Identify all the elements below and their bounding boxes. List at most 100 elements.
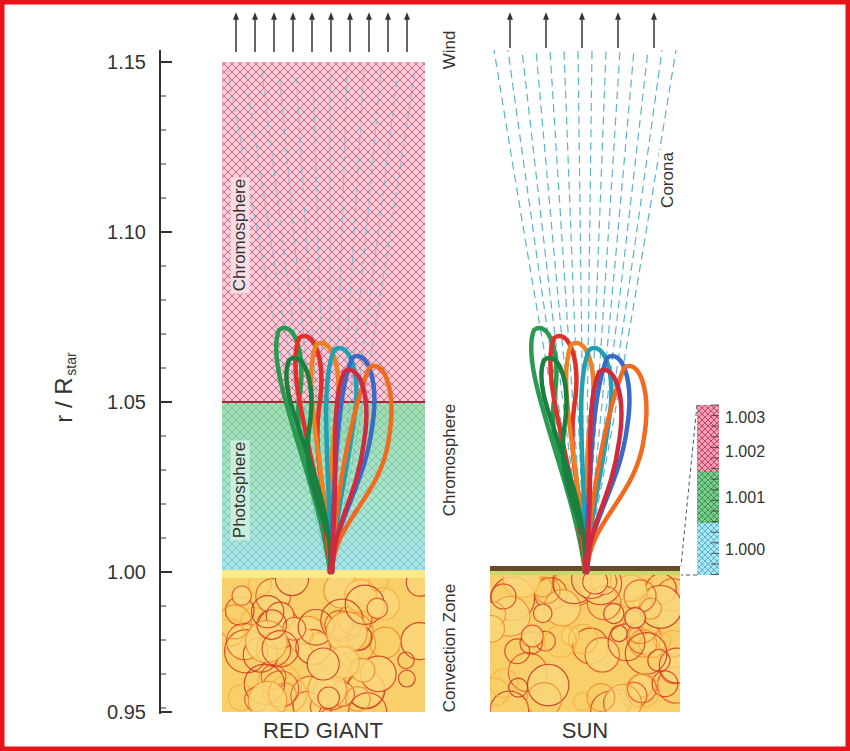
magnetic-loop [585,366,646,572]
scale-ticks [711,405,719,575]
axis-tick [160,61,172,63]
axis-tick [160,231,172,233]
axis-ticks [160,62,172,712]
wind-arrow [617,16,619,48]
convection-cell [246,621,288,663]
field-lines [228,70,415,572]
magnetic-loop [330,356,374,572]
axis-tick [160,711,172,713]
convection-cell [490,691,529,712]
axis-tick [160,368,166,369]
scale-tick [711,489,719,490]
scale-tick [711,532,719,533]
convection-cell [349,693,387,712]
magnetic-loop [330,370,366,572]
convection-cells [222,572,425,712]
axis-tick [160,571,172,573]
scale-bar-cyan [697,523,719,575]
convection-cell [579,574,621,605]
scale-tick [711,553,719,554]
wind-arrow [292,16,294,52]
scale-tick [711,511,719,512]
scale-value: 1.003 [723,409,767,427]
convection-cell [307,648,339,680]
convection-cell [528,664,569,705]
magnetic-loop [330,366,391,572]
axis-tick [160,401,172,403]
region-name: Photosphere [231,440,250,540]
wind-arrow [509,16,511,48]
convection-cell [318,687,340,709]
axis-value: 0.95 [105,701,148,723]
chromosphere-band [222,62,425,402]
axis-tick [160,470,166,471]
scale-value: 1.002 [723,443,767,461]
convection-cell [648,650,670,672]
wind-arrow [545,16,547,48]
axis-tick [160,334,166,335]
panel-title: SUN [560,719,610,743]
axis-value: 1.00 [105,561,148,583]
scale-tick [711,415,719,416]
axis-tick [160,130,166,131]
convection-cell [533,604,552,623]
scale-bar-red [697,405,719,471]
axis-tick [160,606,166,607]
convection-cell [222,619,244,646]
magnetic-loop [531,328,587,572]
convection-cell [527,683,562,712]
magnetic-loop [541,358,587,572]
panel-title: RED GIANT [261,719,385,743]
region-name: Wind [441,29,460,72]
convection-cell [367,598,387,618]
convection-cell [509,678,528,697]
convection-cell [611,574,652,601]
region-name: Corona [659,150,678,210]
convection-cell [232,586,251,605]
wind-arrow [653,16,655,48]
scale-tick [711,436,719,437]
wind-arrow [349,16,351,52]
convection-cell [611,625,627,641]
axis-tick [160,674,166,675]
surface-strip [222,570,425,578]
scale-tick [711,564,719,565]
convection-cell [248,682,286,713]
axis-title: r / R [51,375,77,424]
axis-tick [160,640,166,641]
convection-cell [587,684,615,712]
convection-cell [544,625,576,657]
axis-value: 1.05 [105,391,148,413]
wind-arrow [387,16,389,52]
convection-cells [490,574,680,712]
convection-cell [346,687,371,712]
convection-cell [585,638,619,672]
wind-arrow [368,16,370,52]
axis-title-subscript: star [64,350,79,377]
scale-tick [711,542,719,543]
leader-line [681,405,697,566]
convection-cell [370,627,401,658]
magnetic-loops [276,328,646,572]
convection-cell [257,610,286,639]
convection-cell [521,625,543,647]
scale-value: 1.001 [723,489,767,507]
wind-arrow [273,16,275,52]
leader-line [681,575,697,576]
axis-value: 1.15 [105,51,148,73]
scale-tick [711,521,719,522]
axis-tick [160,300,166,301]
scale-tick [711,447,719,448]
scale-tick [711,574,719,575]
field-line [330,70,398,572]
axis-tick [160,198,166,199]
wind-arrow [235,16,237,52]
wind-arrow [406,16,408,52]
scale-bar-green [697,471,719,523]
axis-tick [160,266,166,267]
convection-cell [660,630,681,657]
axis-tick [160,504,166,505]
magnetic-loop [286,358,332,572]
